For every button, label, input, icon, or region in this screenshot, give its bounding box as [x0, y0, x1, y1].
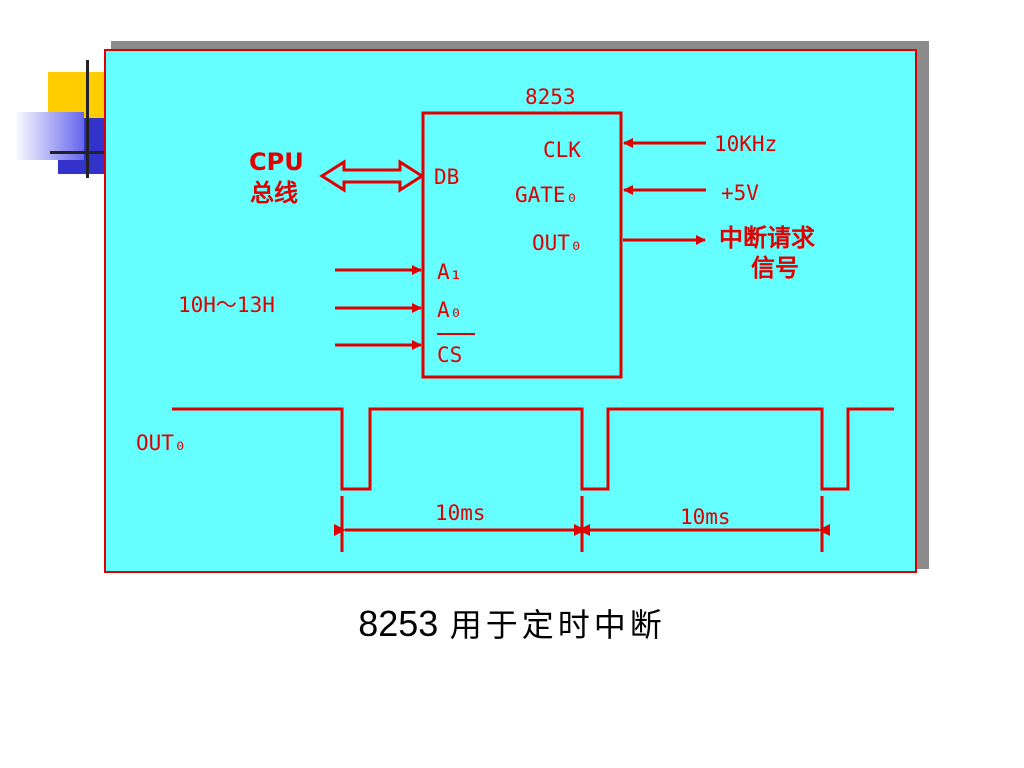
- pin-a0: A₀: [437, 298, 462, 322]
- cpu-bus-label-line2: 总线: [250, 179, 298, 207]
- clk-input-label: 10KHz: [714, 132, 777, 156]
- pin-clk: CLK: [543, 138, 581, 162]
- interrupt-label-line1: 中断请求: [719, 224, 815, 252]
- slide-caption: 8253 用于定时中断: [0, 600, 1024, 646]
- chip-title: 8253: [525, 85, 576, 109]
- diagram-panel: [104, 49, 917, 573]
- pin-db: DB: [434, 165, 459, 189]
- caption-number: 8253: [358, 603, 439, 644]
- out0-waveform: [172, 407, 894, 491]
- pin-cs: CS: [437, 343, 462, 367]
- period-label-1: 10ms: [435, 501, 486, 525]
- chip-8253-box: [421, 111, 623, 379]
- interrupt-label-line2: 信号: [751, 254, 799, 282]
- caption-text: 用于定时中断: [449, 606, 666, 644]
- period-label-2: 10ms: [680, 505, 731, 529]
- pin-out0: OUT₀: [532, 231, 583, 255]
- address-label: 10H～13H: [178, 293, 275, 317]
- deco-vertical-line: [86, 60, 89, 178]
- deco-horizontal-line: [50, 151, 104, 154]
- pin-a1: A₁: [437, 260, 462, 284]
- gate-input-label: +5V: [721, 181, 759, 205]
- pin-gate0: GATE₀: [515, 183, 578, 207]
- cpu-bus-arrow: [319, 159, 425, 193]
- cpu-bus-label-line1: CPU: [249, 148, 304, 176]
- waveform-label: OUT₀: [136, 431, 187, 455]
